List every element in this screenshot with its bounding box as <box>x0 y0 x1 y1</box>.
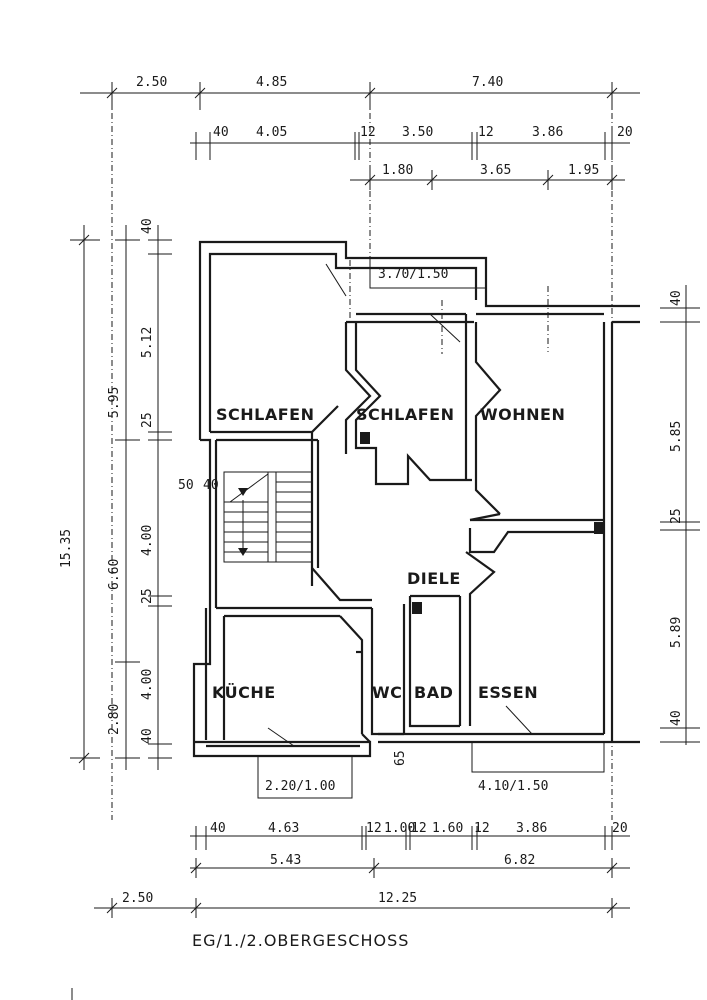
dim-left-c2-3: 2.80 <box>107 704 122 735</box>
room-kueche: KÜCHE <box>212 683 276 702</box>
dim-bottom-r1-2: 4.63 <box>268 821 299 836</box>
right-dimension-lines <box>611 100 700 820</box>
dim-left-c3-2: 5.12 <box>140 327 155 358</box>
dim-top-1: 2.50 <box>136 75 167 90</box>
dim-right-3: 25 <box>669 508 684 524</box>
balconies <box>257 258 605 799</box>
dim-left-c2-2: 6.60 <box>107 559 122 590</box>
dim-left-c3-6: 4.00 <box>140 669 155 700</box>
room-schlafen-mid: SCHLAFEN <box>356 405 454 424</box>
dim-top-r2-5: 12 <box>478 125 494 140</box>
door-swings <box>267 100 549 747</box>
dim-bottom-r1-7: 12 <box>474 821 490 836</box>
top-dimension-lines <box>80 82 640 190</box>
dim-top-r2-4: 3.50 <box>402 125 433 140</box>
dim-stair-1: 50 <box>178 478 194 493</box>
dim-top-r2-1: 40 <box>213 125 229 140</box>
dim-bottom-r1-5: 12 <box>411 821 427 836</box>
dim-top-r2-6: 3.86 <box>532 125 563 140</box>
room-schlafen-left: SCHLAFEN <box>216 405 314 424</box>
exterior-walls <box>192 240 640 758</box>
room-wohnen: WOHNEN <box>480 405 565 424</box>
dim-bottom-r1-9: 20 <box>612 821 628 836</box>
room-essen: ESSEN <box>478 683 538 702</box>
dim-left-c3-4: 4.00 <box>140 525 155 556</box>
dim-bottom-r1-6: 1.60 <box>432 821 463 836</box>
left-dimension-lines <box>70 100 172 820</box>
dim-bottom-r3-1: 2.50 <box>122 891 153 906</box>
dim-bottom-r1-8: 3.86 <box>516 821 547 836</box>
dim-left-c3-5: 25 <box>140 588 155 604</box>
dim-left-c3-7: 40 <box>140 728 155 744</box>
dim-left-c3-3: 25 <box>140 412 155 428</box>
dim-bottom-r3-2: 12.25 <box>378 891 417 906</box>
dim-left-total: 15.35 <box>59 529 74 568</box>
dim-top-r2-2: 4.05 <box>256 125 287 140</box>
dim-top-r2-3: 12 <box>360 125 376 140</box>
room-bad: BAD <box>414 683 453 702</box>
dim-bad-door: 65 <box>393 750 408 766</box>
dim-top-r3-3: 1.95 <box>568 163 599 178</box>
room-wc: WC <box>372 683 402 702</box>
balcony-essen-label: 4.10/1.50 <box>478 779 548 794</box>
dim-right-2: 5.85 <box>669 421 684 452</box>
dim-bottom-r2-2: 6.82 <box>504 853 535 868</box>
dim-bottom-r2-1: 5.43 <box>270 853 301 868</box>
dim-left-c2-1: 5.95 <box>107 387 122 418</box>
interior-walls <box>210 312 604 743</box>
dim-top-2: 4.85 <box>256 75 287 90</box>
shaft-markers <box>360 432 604 614</box>
room-diele: DIELE <box>407 569 461 588</box>
dim-left-c3-1: 40 <box>140 218 155 234</box>
dim-right-4: 5.89 <box>669 617 684 648</box>
dim-bottom-r1-4: 1.00 <box>384 821 415 836</box>
dim-top-3: 7.40 <box>472 75 503 90</box>
dim-top-r2-7: 20 <box>617 125 633 140</box>
dim-right-5: 40 <box>669 710 684 726</box>
bottom-dimension-lines <box>71 826 630 1000</box>
dim-top-r3-2: 3.65 <box>480 163 511 178</box>
dim-top-r3-1: 1.80 <box>382 163 413 178</box>
balcony-top-label: 3.70/1.50 <box>378 267 448 282</box>
balcony-kitchen-label: 2.20/1.00 <box>265 779 335 794</box>
dim-right-1: 40 <box>669 290 684 306</box>
dim-bottom-r1-1: 40 <box>210 821 226 836</box>
dim-bottom-r1-3: 12 <box>366 821 382 836</box>
plan-caption: EG/1./2.OBERGESCHOSS <box>192 931 409 950</box>
